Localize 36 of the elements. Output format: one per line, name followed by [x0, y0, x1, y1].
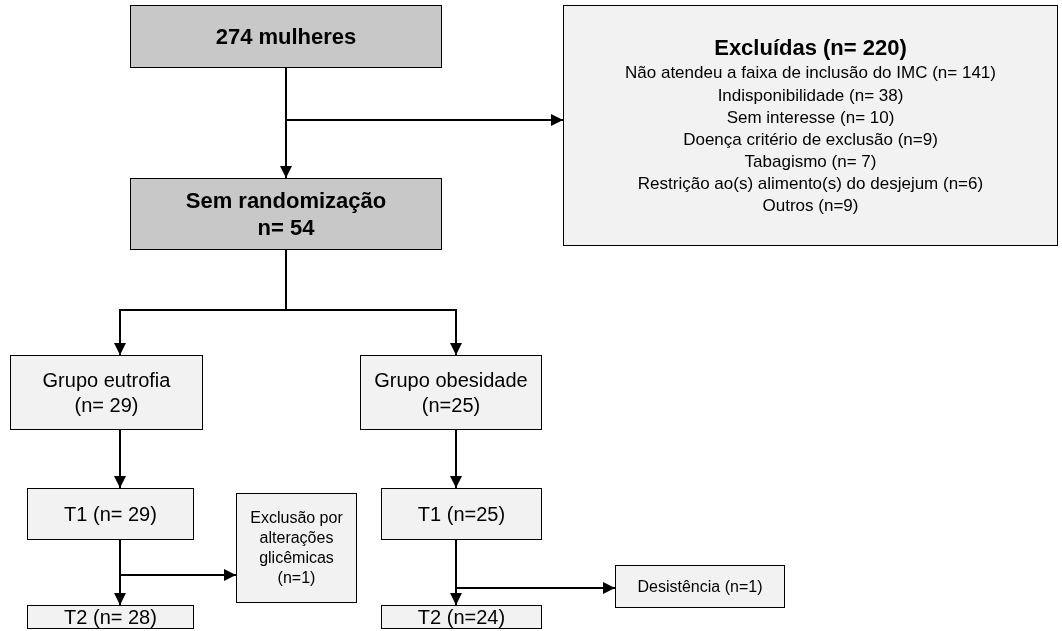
box-text: T2 (n=24) [417, 604, 506, 630]
box-text: Grupo obesidade (n=25) [373, 367, 529, 418]
arrow [285, 67, 564, 126]
process-box [381, 605, 542, 629]
process-box [27, 488, 194, 540]
box-text: Restrição ao(s) alimento(s) do desjejum (n=6) [637, 172, 984, 195]
process-box [563, 5, 1058, 246]
arrow [285, 249, 462, 356]
process-box [360, 355, 542, 430]
box-text: Sem randomização [185, 186, 387, 214]
box-text: Doença critério de exclusão (n=9) [683, 128, 938, 151]
arrow [455, 539, 616, 594]
box-text: Exclusão por alterações glicêmicas (n=1) [249, 508, 344, 588]
box-text: T1 (n= 29) [64, 501, 157, 527]
process-box [130, 178, 442, 250]
box-text: n= 54 [257, 214, 315, 242]
process-box [615, 565, 785, 608]
process-box [130, 5, 442, 68]
arrow [119, 539, 237, 581]
arrow [450, 429, 462, 489]
box-text: Indisponibilidade (n= 38) [717, 84, 904, 107]
box-text: Tabagismo (n= 7) [744, 150, 877, 173]
process-box [381, 488, 542, 540]
box-heading: Excluídas (n= 220) [714, 33, 907, 62]
box-text: 274 mulheres [215, 22, 357, 51]
box-text: T1 (n=25) [417, 501, 506, 527]
box-text: Outros (n=9) [762, 195, 859, 218]
process-box [27, 605, 194, 629]
process-box [10, 355, 203, 430]
box-text: Desistência (n=1) [637, 576, 763, 597]
box-text: Não atendeu a faixa de inclusão do IMC (n= 141) [625, 62, 996, 85]
box-text: Sem interesse (n= 10) [726, 106, 895, 129]
arrow [114, 429, 126, 489]
box-text: T2 (n= 28) [64, 604, 157, 630]
box-text: Grupo eutrofia (n= 29) [41, 367, 172, 418]
process-box [236, 493, 357, 603]
